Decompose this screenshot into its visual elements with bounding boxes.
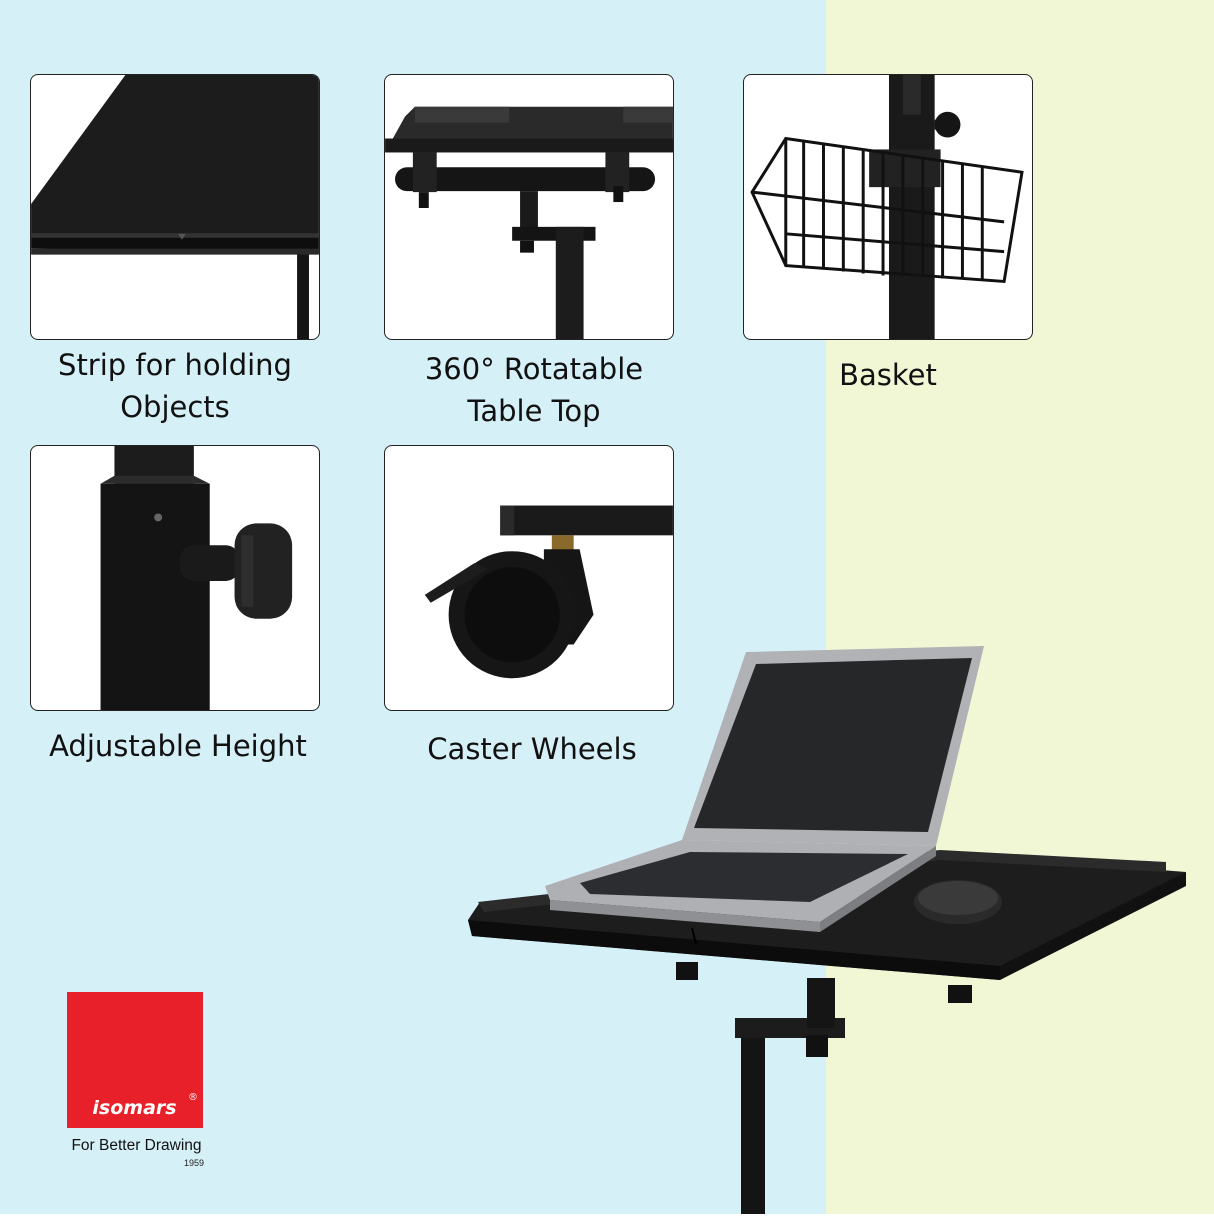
wire-basket-icon bbox=[750, 75, 1024, 339]
feature-tile-basket bbox=[743, 74, 1033, 340]
feature-tile-strip bbox=[30, 74, 320, 340]
brand-tagline: For Better Drawing bbox=[71, 1137, 202, 1154]
brand-logo bbox=[67, 992, 203, 1128]
feature-caption-strip: Strip for holding Objects bbox=[58, 348, 292, 424]
table-edge-strip-icon bbox=[31, 75, 319, 339]
feature-caption-rotatable: 360° Rotatable Table Top bbox=[424, 352, 644, 428]
brand-year: 1959 bbox=[183, 1158, 204, 1168]
feature-tile-rotatable bbox=[384, 74, 674, 340]
product-image bbox=[460, 640, 1200, 1214]
rotatable-top-mount-icon bbox=[385, 106, 673, 339]
feature-caption-height: Adjustable Height bbox=[49, 729, 307, 763]
feature-tile-height bbox=[30, 445, 320, 711]
feature-caption-basket: Basket bbox=[839, 358, 937, 392]
feature-caption-caster: Caster Wheels bbox=[427, 732, 637, 766]
caster-wheel-icon bbox=[424, 505, 673, 679]
laptop-on-mobile-table-icon bbox=[468, 646, 1186, 1214]
height-knob-icon bbox=[100, 446, 293, 710]
brand-name: isomars bbox=[92, 1097, 177, 1119]
registered-mark: ® bbox=[188, 1092, 198, 1103]
feature-tile-caster bbox=[384, 445, 674, 711]
